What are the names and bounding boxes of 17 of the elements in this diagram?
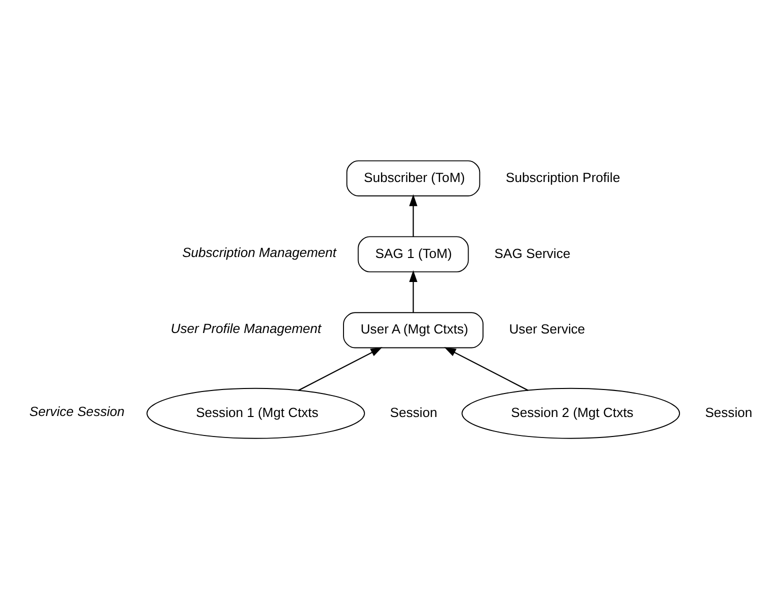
- node-label: Session: [390, 404, 438, 420]
- arrow: [409, 270, 418, 312]
- label: Service Session: [29, 404, 125, 419]
- node-box: SAG 1 (ToM): [358, 236, 469, 272]
- node-box: User A (Mgt Ctxts): [343, 312, 484, 348]
- label: Subscription Management: [182, 244, 336, 260]
- node-ellipse: Session 2 (Mgt Ctxts: [462, 388, 680, 439]
- arrow: [444, 347, 528, 391]
- node-ellipse: Session 1 (Mgt Ctxts: [146, 388, 365, 439]
- arrow: [409, 194, 418, 237]
- node-box: Subscriber (ToM): [346, 160, 480, 196]
- node-label: SAG Service: [494, 246, 570, 261]
- node-label: User Service: [509, 322, 586, 337]
- node-label: Session: [705, 404, 752, 420]
- node-label: Subscription Profile: [506, 170, 620, 185]
- label: User Profile Management: [170, 320, 322, 336]
- arrow: [298, 347, 382, 391]
